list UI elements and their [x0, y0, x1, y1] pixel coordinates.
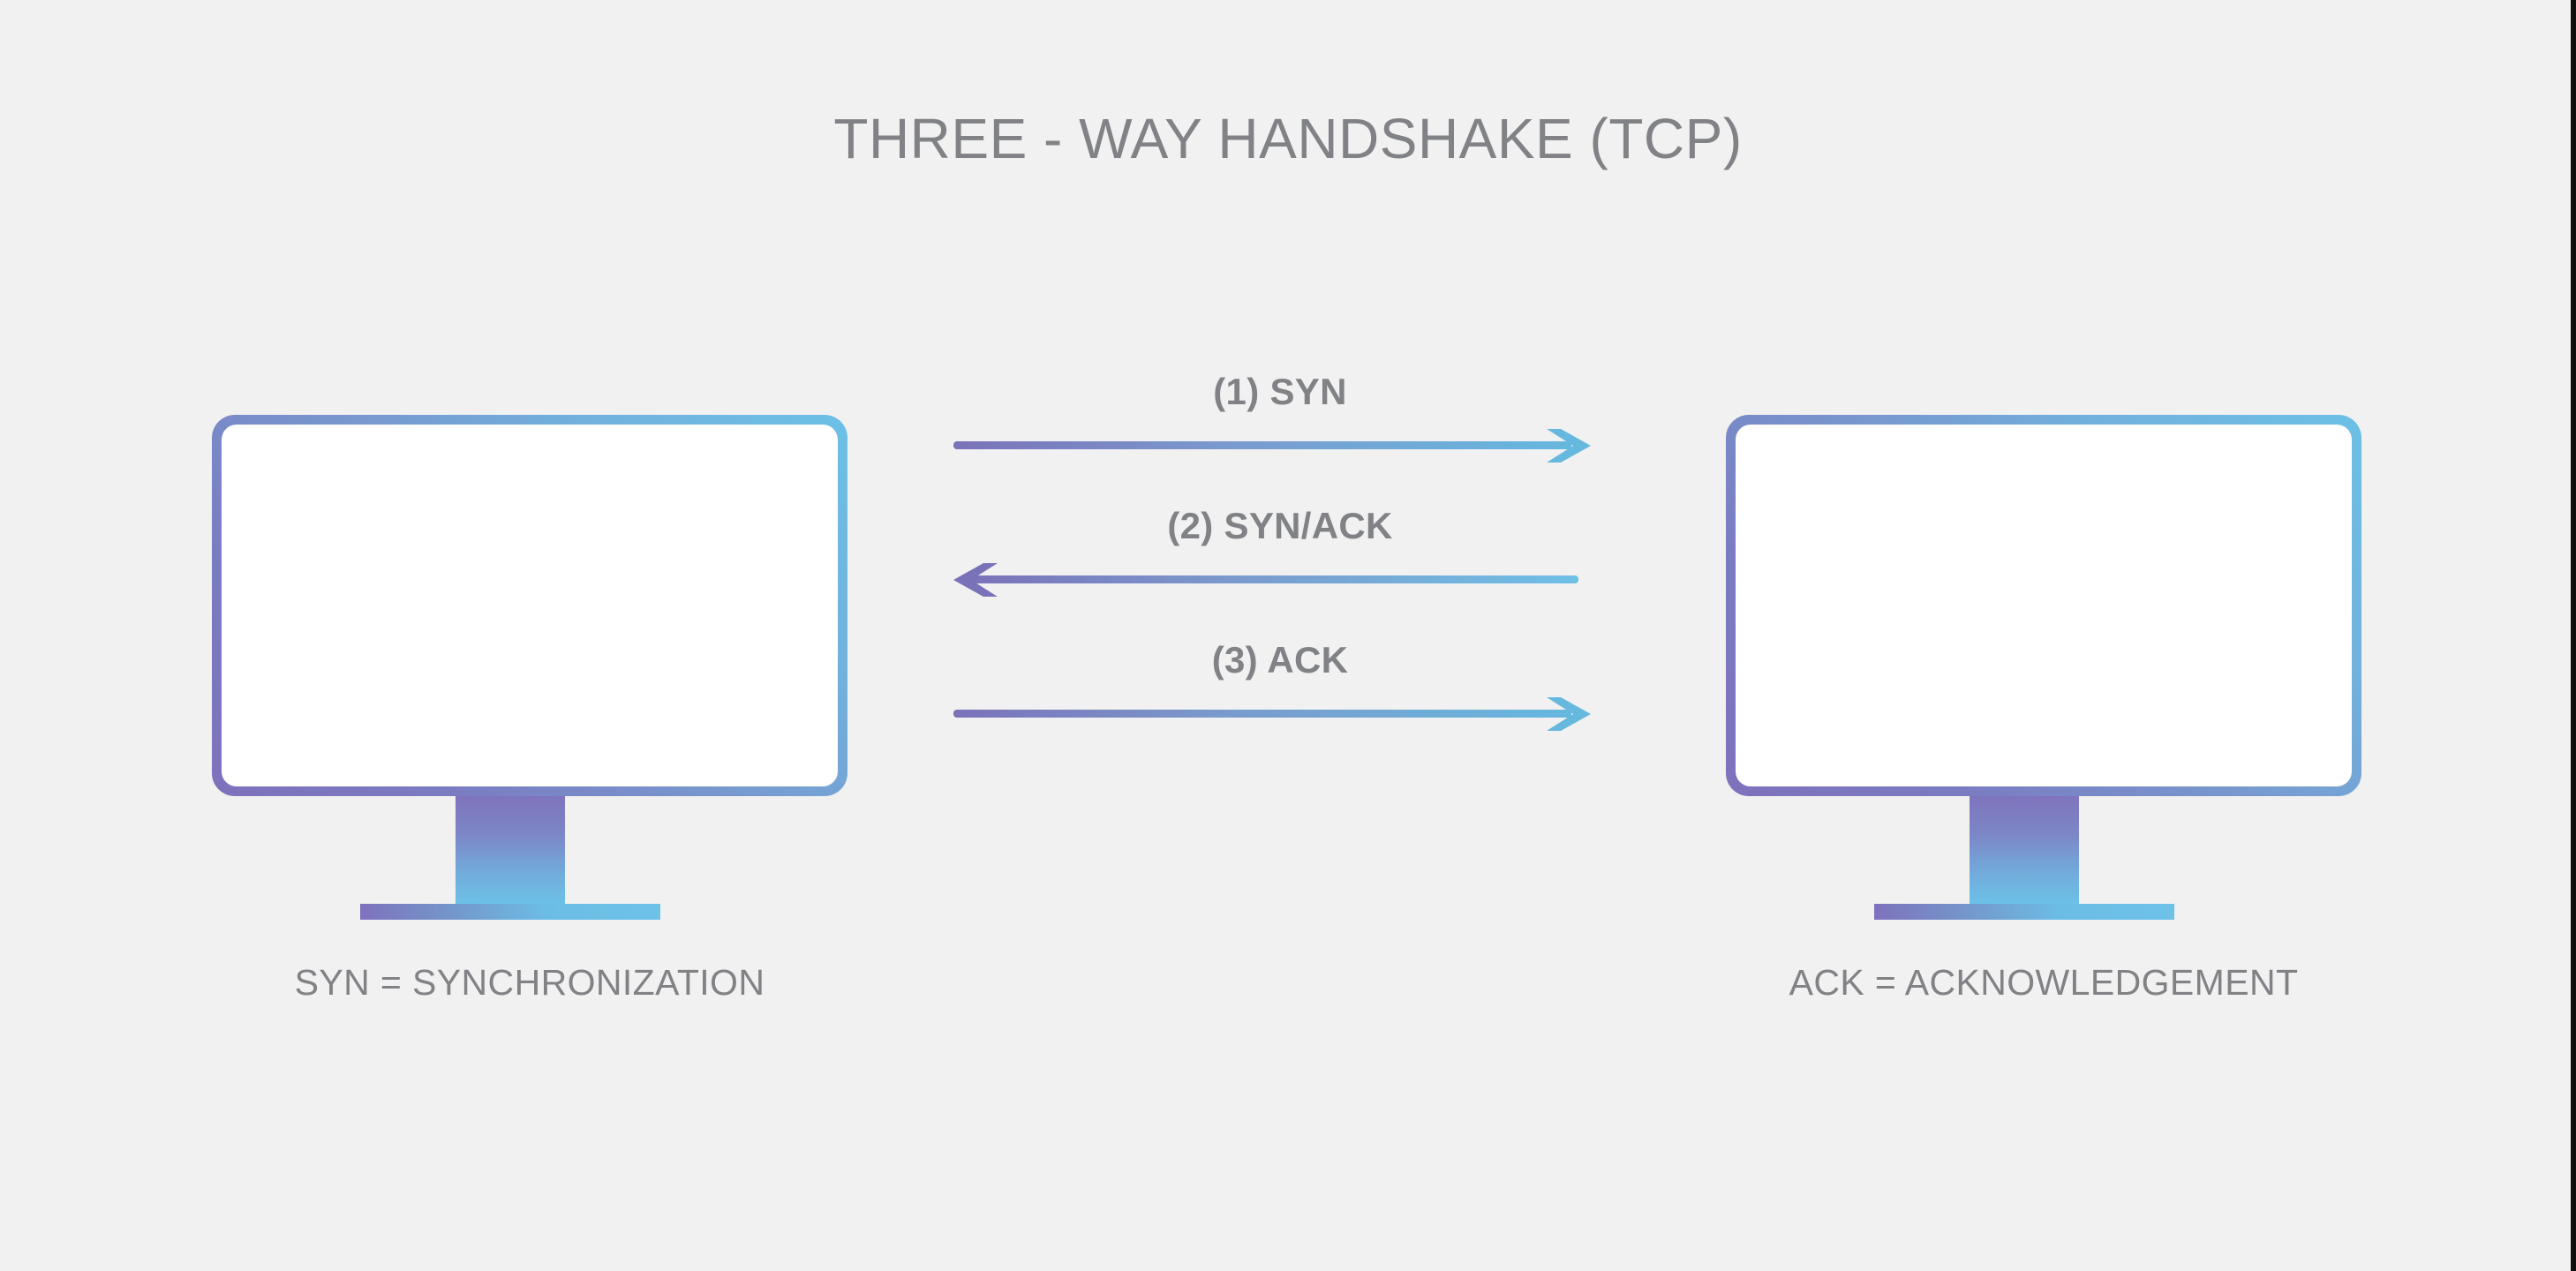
arrow-right-icon [953, 694, 1607, 734]
monitor-screen [1736, 425, 2352, 786]
monitor-stand-base [1874, 904, 2174, 920]
arrow-left-icon [953, 560, 1607, 600]
message-label-1: (1) SYN [1213, 371, 1347, 412]
page-title: THREE - WAY HANDSHAKE (TCP) [833, 107, 1743, 170]
message-label-3: (3) ACK [1211, 639, 1349, 681]
monitor-stand-neck [1970, 796, 2079, 904]
monitor-screen [222, 425, 838, 786]
device-caption-client: SYN = SYNCHRONIZATION [294, 962, 765, 1003]
device-server: ACK = ACKNOWLEDGEMENT [1726, 415, 2361, 1003]
monitor-stand-base [360, 904, 660, 920]
message-step-3: (3) ACK [953, 639, 1607, 754]
monitor-stand-neck [456, 796, 565, 904]
computer-monitor-icon [1726, 415, 2361, 796]
arrow-right-icon [953, 425, 1607, 466]
handshake-message-list: (1) SYN (2) SYN/ACK [953, 371, 1607, 759]
right-edge-strip [2571, 0, 2576, 1271]
device-client: SYN = SYNCHRONIZATION [212, 415, 847, 1003]
message-label-2: (2) SYN/ACK [1167, 505, 1393, 546]
message-step-2: (2) SYN/ACK [953, 505, 1607, 620]
message-step-1: (1) SYN [953, 371, 1607, 485]
device-caption-server: ACK = ACKNOWLEDGEMENT [1789, 962, 2299, 1003]
computer-monitor-icon [212, 415, 847, 796]
